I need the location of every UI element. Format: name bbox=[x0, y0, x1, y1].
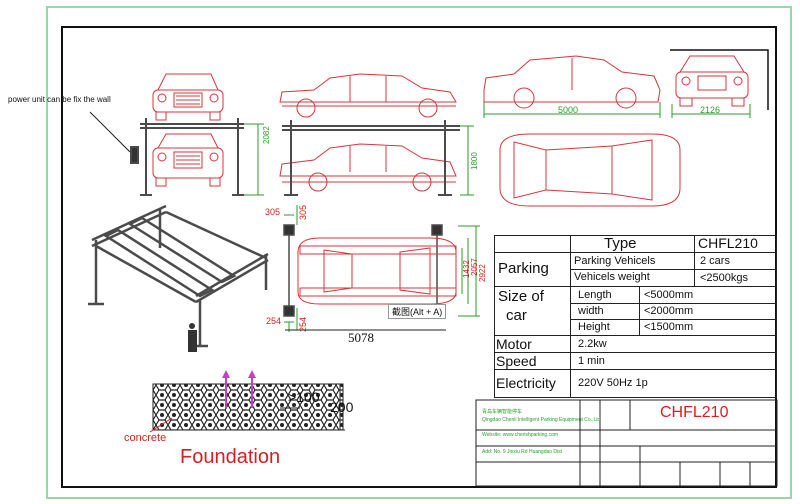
type-value: CHFL210 bbox=[698, 235, 758, 251]
foundation-title: Foundation bbox=[180, 446, 281, 468]
size-label-2: car bbox=[506, 307, 527, 324]
parking-vehicles-label: Parking Vehicels bbox=[574, 255, 656, 267]
title-block-model: CHFL210 bbox=[660, 404, 729, 421]
speed-value: 1 min bbox=[578, 355, 605, 367]
power-unit bbox=[188, 330, 197, 352]
size-label-1: Size of bbox=[498, 288, 544, 305]
post-bottom-right-dimension: 254 bbox=[298, 316, 308, 332]
company-name-cn: 青岛车辆智能停车 bbox=[482, 409, 523, 415]
outer-page-border bbox=[46, 6, 792, 499]
car-length-dimension bbox=[483, 102, 661, 118]
front-view-top-car bbox=[152, 73, 224, 121]
side-height-label: 1800 bbox=[470, 152, 479, 170]
length-value: <5000mm bbox=[644, 289, 694, 301]
foundation-width-label: 200 bbox=[330, 399, 354, 415]
post-dimension-right: 305 bbox=[298, 204, 308, 220]
width-value: <2000mm bbox=[644, 305, 694, 317]
height-label: Height bbox=[578, 321, 610, 333]
plan-dimension-3: 1432 bbox=[462, 260, 471, 278]
width-label: width bbox=[578, 305, 604, 317]
spec-table: Type CHFL210 Parking Parking Vehicels 2 … bbox=[494, 235, 777, 398]
side-view-top-car bbox=[279, 73, 457, 118]
side-view-bottom-car bbox=[279, 143, 457, 192]
speed-label: Speed bbox=[496, 353, 537, 369]
power-unit-note: power unit can be fix the wall bbox=[8, 95, 111, 104]
plan-dimension-2: 2057 bbox=[470, 258, 479, 276]
electricity-value: 220V 50Hz 1p bbox=[578, 377, 648, 389]
electricity-label: Electricity bbox=[496, 375, 556, 391]
type-label: Type bbox=[604, 235, 637, 252]
vehicles-weight-label: Vehicels weight bbox=[574, 271, 650, 283]
company-website: Website: www.cherishparking.com bbox=[482, 432, 559, 438]
car-side-profile bbox=[483, 55, 661, 109]
foundation-depth-label: >100 bbox=[288, 389, 320, 405]
side-height-dimension bbox=[460, 125, 474, 196]
lift-plan-car bbox=[297, 237, 457, 305]
parking-vehicles-value: 2 cars bbox=[700, 255, 730, 267]
foundation-section bbox=[149, 370, 345, 433]
front-height-label: 2082 bbox=[262, 126, 271, 144]
screenshot-tooltip: 截图(Alt + A) bbox=[388, 304, 447, 319]
front-height-dimension bbox=[244, 123, 264, 196]
post-bottom-left-dimension: 254 bbox=[266, 316, 282, 326]
post-dimension-left: 305 bbox=[265, 207, 281, 217]
power-unit-leader-line bbox=[89, 111, 131, 153]
car-width-label: 2126 bbox=[700, 105, 721, 115]
drawing-divider bbox=[670, 49, 769, 110]
vehicles-weight-value: <2500kgs bbox=[700, 272, 749, 284]
car-plan-view bbox=[499, 133, 681, 207]
concrete-label: concrete bbox=[124, 432, 167, 444]
car-width-dimension bbox=[671, 104, 751, 118]
title-block-grid bbox=[475, 399, 778, 487]
height-value: <1500mm bbox=[644, 321, 694, 333]
company-address: Add: No. 9 Jinxiu Rd Huangdao Dist bbox=[482, 449, 563, 455]
parking-label: Parking bbox=[498, 260, 549, 277]
plan-total-length: 5078 bbox=[348, 330, 374, 345]
motor-value: 2.2kw bbox=[578, 338, 607, 350]
motor-label: Motor bbox=[496, 336, 532, 352]
front-view-lift bbox=[130, 118, 244, 196]
car-front-profile bbox=[675, 55, 749, 107]
lift-plan-dimensions bbox=[284, 205, 480, 332]
length-label: Length bbox=[578, 289, 612, 301]
company-name-en: Qingdao Chenli Intelligent Parking Equip… bbox=[482, 417, 601, 423]
side-view-lift bbox=[282, 120, 460, 196]
front-view-bottom-car bbox=[152, 133, 224, 187]
isometric-lift bbox=[88, 204, 269, 348]
car-length-label: 5000 bbox=[558, 105, 579, 115]
plan-dimension-1: 2922 bbox=[478, 264, 487, 282]
